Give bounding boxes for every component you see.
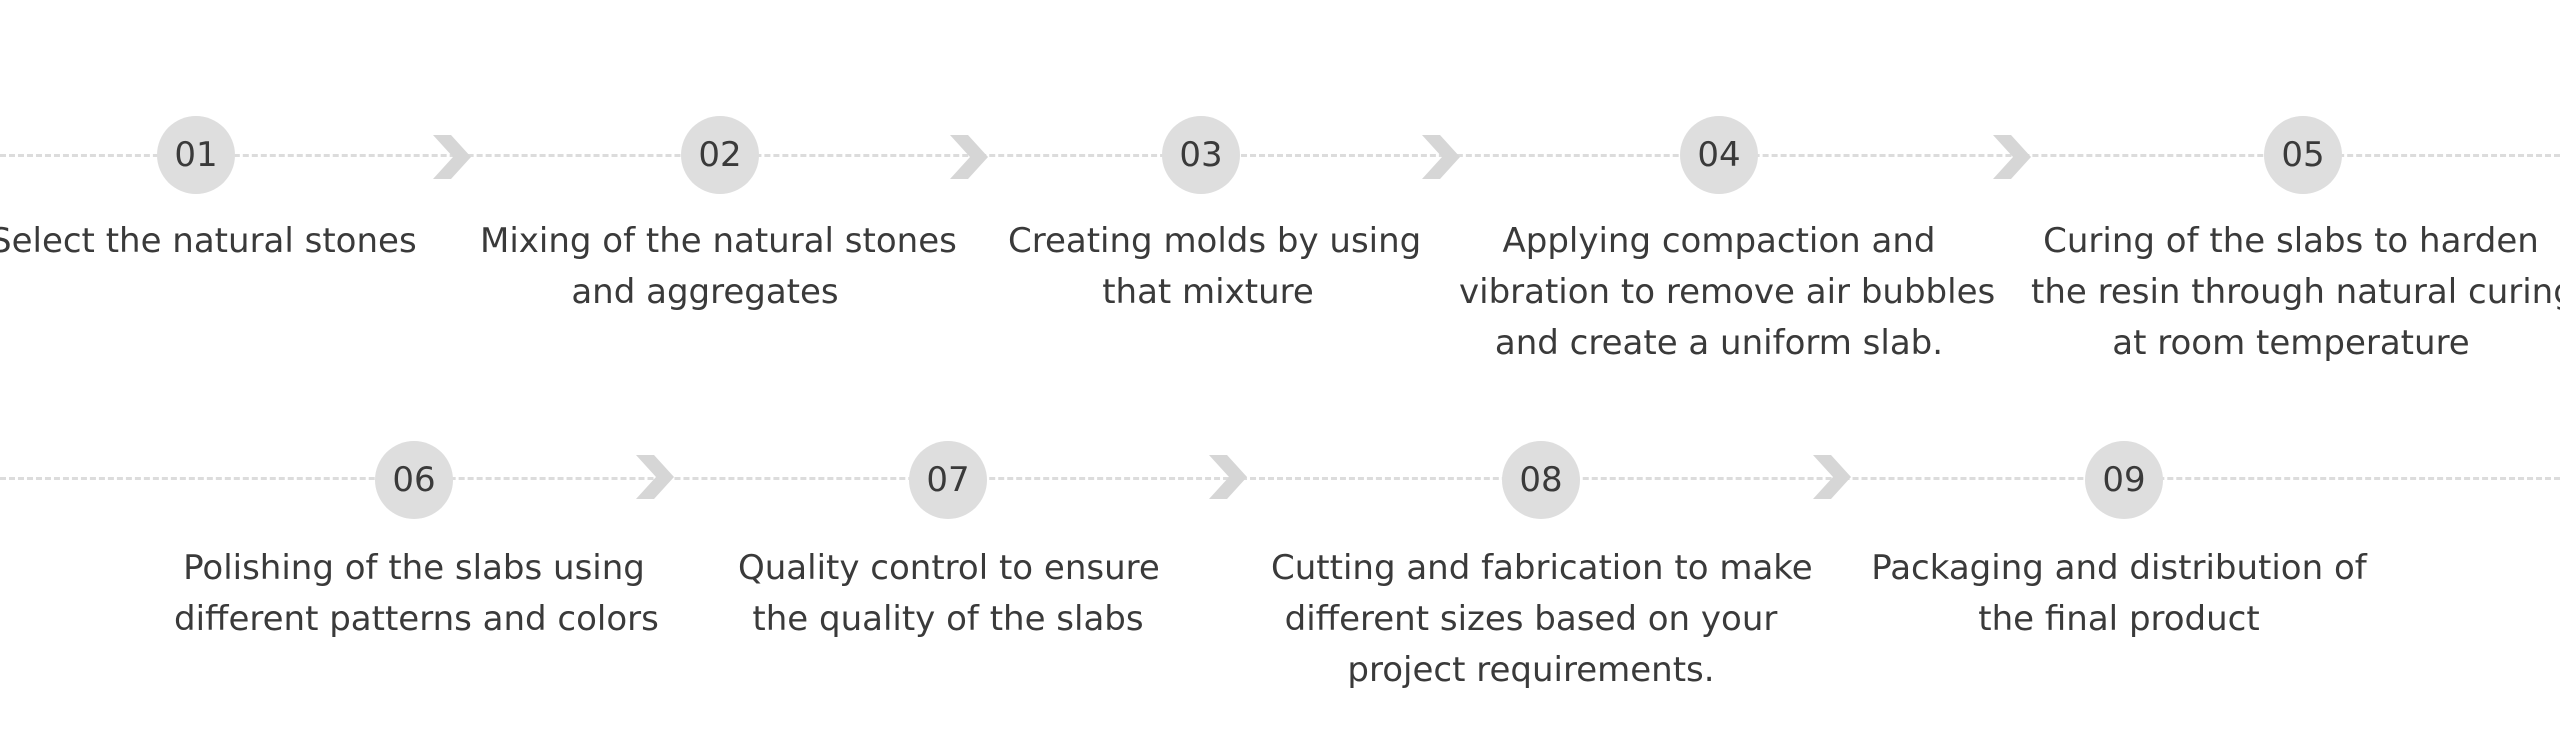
step-line: and aggregates bbox=[571, 272, 839, 312]
step-line: different patterns and colors bbox=[174, 599, 659, 639]
chevron-right-icon bbox=[1813, 455, 1851, 499]
step-description: Mixing of the natural stones and aggrega… bbox=[480, 216, 957, 318]
step-description: Curing of the slabs to harden the resin … bbox=[2031, 216, 2560, 369]
step-description: Select the natural stones bbox=[0, 216, 417, 267]
step-line: Quality control to ensure bbox=[738, 548, 1160, 588]
step-line: and create a uniform slab. bbox=[1494, 323, 1944, 363]
chevron-right-icon bbox=[1422, 135, 1460, 179]
step-line: vibration to remove air bubbles bbox=[1459, 272, 1996, 312]
connector-line-row-2 bbox=[0, 477, 2560, 480]
step-number-badge: 01 bbox=[157, 116, 235, 194]
step-description: Cutting and fabrication to make differen… bbox=[1271, 543, 1813, 696]
chevron-right-icon bbox=[636, 455, 674, 499]
step-description: Polishing of the slabs using different p… bbox=[174, 543, 659, 645]
step-number-badge: 07 bbox=[909, 441, 987, 519]
step-line: Mixing of the natural stones bbox=[480, 221, 957, 261]
step-line: at room temperature bbox=[2112, 323, 2470, 363]
step-number-badge: 06 bbox=[375, 441, 453, 519]
step-description: Quality control to ensure the quality of… bbox=[738, 543, 1160, 645]
chevron-right-icon bbox=[950, 135, 988, 179]
step-number-badge: 09 bbox=[2085, 441, 2163, 519]
step-number-badge: 08 bbox=[1502, 441, 1580, 519]
step-line: Curing of the slabs to harden bbox=[2043, 221, 2539, 261]
step-description: Applying compaction and vibration to rem… bbox=[1459, 216, 1996, 369]
step-number-badge: 04 bbox=[1680, 116, 1758, 194]
step-description: Creating molds by using that mixture bbox=[1008, 216, 1422, 318]
step-line: the resin through natural curing bbox=[2031, 272, 2560, 312]
step-line: Packaging and distribution of bbox=[1871, 548, 2367, 588]
step-line: that mixture bbox=[1102, 272, 1314, 312]
step-number-badge: 05 bbox=[2264, 116, 2342, 194]
step-line: Cutting and fabrication to make bbox=[1271, 548, 1813, 588]
step-line: the quality of the slabs bbox=[752, 599, 1144, 639]
step-line: Creating molds by using bbox=[1008, 221, 1422, 261]
step-line: Applying compaction and bbox=[1502, 221, 1936, 261]
step-line: Select the natural stones bbox=[0, 221, 417, 261]
step-line: Polishing of the slabs using bbox=[183, 548, 645, 588]
step-number-badge: 03 bbox=[1162, 116, 1240, 194]
connector-line-row-1 bbox=[0, 154, 2560, 157]
step-line: the final product bbox=[1978, 599, 2260, 639]
chevron-right-icon bbox=[1209, 455, 1247, 499]
step-line: project requirements. bbox=[1347, 650, 1715, 690]
step-description: Packaging and distribution of the final … bbox=[1869, 543, 2369, 645]
chevron-right-icon bbox=[1993, 135, 2031, 179]
step-number-badge: 02 bbox=[681, 116, 759, 194]
step-line: different sizes based on your bbox=[1284, 599, 1778, 639]
chevron-right-icon bbox=[433, 135, 471, 179]
